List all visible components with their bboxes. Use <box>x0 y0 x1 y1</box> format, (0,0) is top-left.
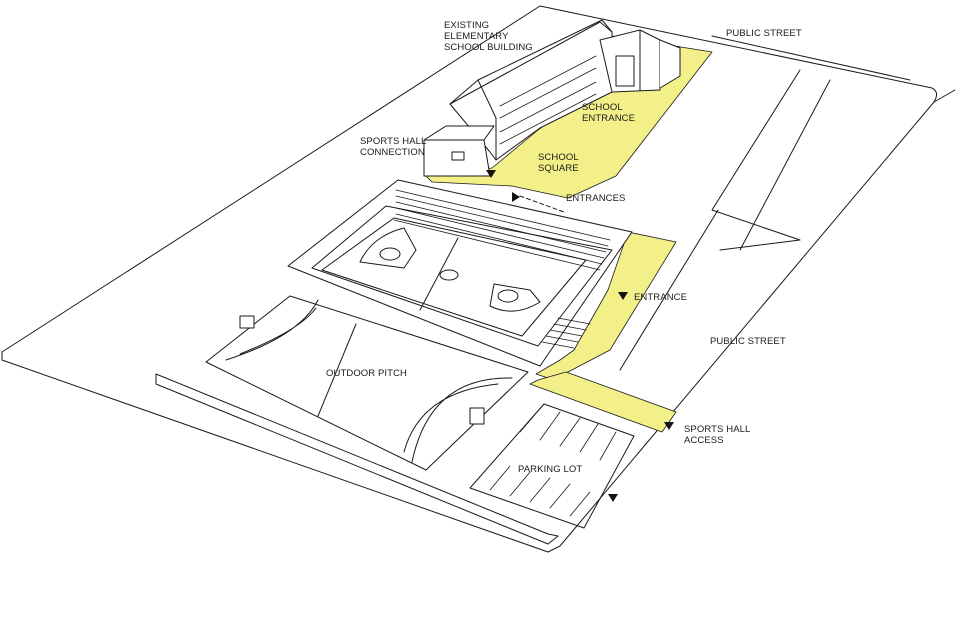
sports-hall-inner <box>311 205 613 347</box>
access-marker <box>664 422 674 430</box>
label-outdoor-pitch: OUTDOOR PITCH <box>326 368 407 379</box>
school-roof <box>449 19 613 161</box>
basketball-court <box>321 217 587 337</box>
goal-right <box>469 407 485 425</box>
goal-left <box>239 315 255 329</box>
school-side-house <box>659 39 681 89</box>
label-existing-school: EXISTING ELEMENTARY SCHOOL BUILDING <box>444 20 533 53</box>
label-school-square: SCHOOL SQUARE <box>538 152 579 174</box>
key-circle-right <box>497 289 519 303</box>
school-door <box>615 55 635 87</box>
street-edge-right <box>933 89 956 103</box>
parking-marker <box>608 494 618 502</box>
label-public-street-right: PUBLIC STREET <box>710 336 786 347</box>
bleachers <box>393 189 611 271</box>
court-key-left <box>359 227 417 269</box>
street-parcel-lines <box>619 35 911 371</box>
retaining-wall <box>155 373 559 545</box>
pitch-arc-right <box>403 377 513 463</box>
label-entrance: ENTRANCE <box>634 292 688 303</box>
label-school-entrance: SCHOOL ENTRANCE <box>582 102 636 124</box>
center-circle <box>439 269 459 281</box>
label-parking-lot: PARKING LOT <box>518 464 583 475</box>
parking-lot <box>469 403 635 529</box>
stairs <box>541 317 591 349</box>
connection-window <box>451 151 465 161</box>
label-public-street-top: PUBLIC STREET <box>726 28 802 39</box>
pitch-midline <box>317 323 357 417</box>
connection-block <box>423 125 495 177</box>
school-windows <box>499 55 597 145</box>
label-sports-hall-access: SPORTS HALL ACCESS <box>684 424 751 446</box>
entrance-marker-square <box>486 170 496 178</box>
parking-stalls-bottom <box>489 465 591 517</box>
label-sports-hall-connection: SPORTS HALL CONNECTION <box>360 136 427 158</box>
sports-hall-slab <box>287 179 633 367</box>
outdoor-pitch <box>205 295 529 471</box>
entrance-dashed-line <box>519 195 565 213</box>
court-key-right <box>489 283 541 312</box>
parking-stalls-top <box>519 403 617 461</box>
entrance-marker-dashed <box>512 192 520 202</box>
label-entrances: ENTRANCES <box>566 193 626 204</box>
entrance-marker-hall <box>618 292 628 300</box>
key-circle-left <box>379 247 401 261</box>
perimeter-walkway-highlight <box>535 231 677 379</box>
pitch-arc-left <box>225 299 319 361</box>
